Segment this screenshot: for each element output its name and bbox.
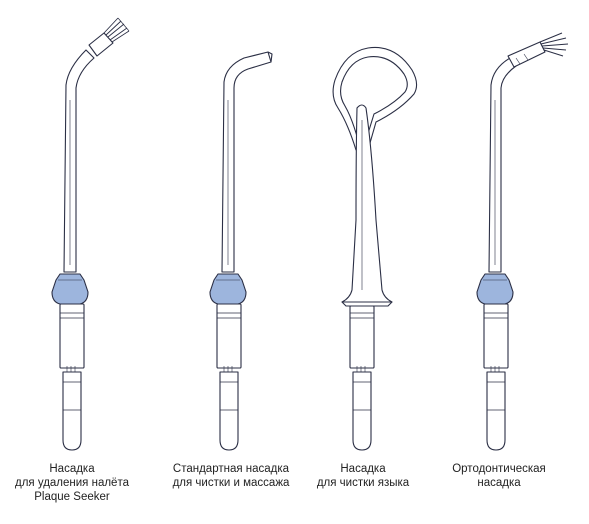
caption-line: Насадка bbox=[340, 463, 386, 475]
caption-plaque-seeker: Насадка для удаления налёта Plaque Seeke… bbox=[0, 462, 147, 504]
caption-standard: Стандартная насадка для чистки и массажа bbox=[156, 462, 306, 490]
caption-line: для удаления налёта bbox=[14, 477, 129, 489]
tongue-cleaner-tip bbox=[332, 46, 418, 451]
orthodontic-tip bbox=[476, 32, 569, 451]
brush-bristles bbox=[103, 17, 130, 43]
caption-line: насадка bbox=[477, 477, 521, 489]
caption-line: для чистки и массажа bbox=[172, 477, 290, 489]
standard-tip bbox=[209, 51, 273, 451]
caption-line: Стандартная насадка bbox=[172, 463, 290, 475]
caption-line: Plaque Seeker bbox=[34, 491, 110, 503]
caption-line: для чистки языка bbox=[316, 477, 410, 489]
plaque-seeker-tip bbox=[51, 17, 130, 451]
caption-line: Ортодонтическая bbox=[452, 463, 546, 475]
caption-orthodontic: Ортодонтическая насадка bbox=[424, 462, 574, 490]
orthodontic-tuft bbox=[539, 32, 569, 57]
caption-tongue: Насадка для чистки языка bbox=[288, 462, 438, 490]
caption-line: Насадка bbox=[49, 463, 95, 475]
